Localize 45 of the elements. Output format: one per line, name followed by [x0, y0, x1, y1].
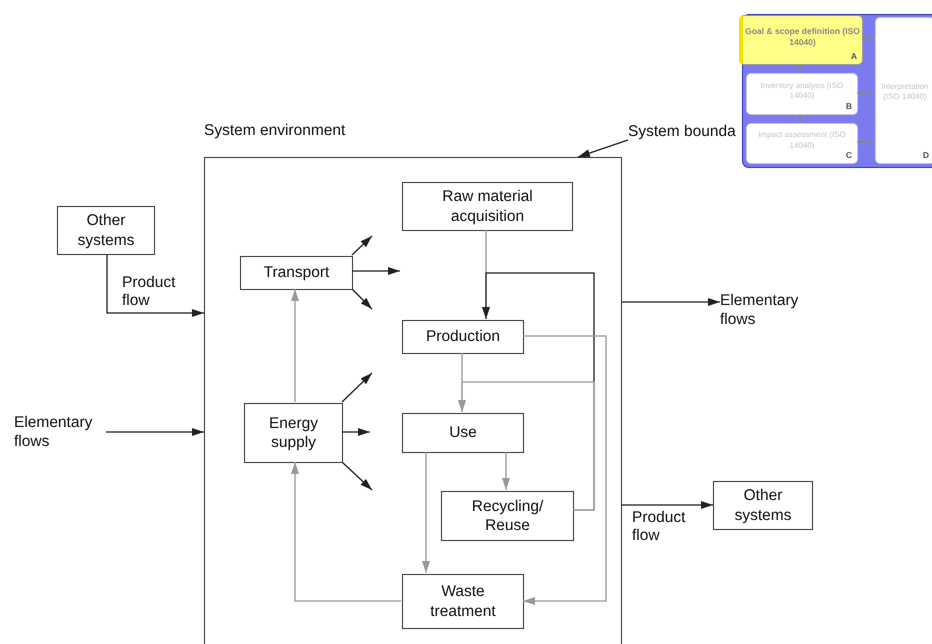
- arrow: [622, 501, 713, 509]
- arrow: [342, 428, 370, 436]
- arrow: [622, 298, 720, 306]
- process-box: Production: [402, 320, 524, 354]
- phase-letter: C: [846, 150, 852, 161]
- arrow: [352, 236, 372, 256]
- arrow: [458, 381, 595, 511]
- process-box: Other systems: [57, 206, 155, 255]
- flow-label: Elementary flows: [14, 410, 106, 454]
- process-box: Use: [402, 413, 524, 453]
- region-label: System environment: [204, 122, 346, 140]
- arrow: [342, 462, 372, 490]
- arrow: [422, 452, 430, 573]
- phase-letter: A: [850, 50, 857, 62]
- arrow: [798, 64, 802, 72]
- phase-letter: D: [922, 150, 929, 161]
- arrow: [342, 372, 372, 402]
- arrow: [352, 267, 400, 275]
- phase-card: Interpretation (ISO 14040) D: [875, 17, 932, 164]
- arrow: [856, 91, 874, 95]
- phase-letter: B: [846, 100, 852, 112]
- arrow: [352, 288, 372, 310]
- arrow: [862, 36, 874, 40]
- arrow: [578, 139, 628, 158]
- arrow: [856, 140, 874, 144]
- flow-label: Elementary flows: [720, 288, 815, 332]
- lca-phases-panel: [742, 14, 932, 168]
- arrow: [106, 255, 204, 317]
- arrow: [291, 462, 401, 602]
- arrow: [502, 452, 510, 490]
- process-box: Energy supply: [244, 403, 343, 463]
- flow-label: System bounda: [628, 122, 738, 142]
- process-box: Waste treatment: [402, 574, 524, 629]
- phase-card: Inventory analysis (ISO 14040) B: [746, 73, 858, 115]
- phase-card: Goal & scope definition (ISO 14040) A: [739, 15, 863, 65]
- arrow: [523, 335, 607, 605]
- system-boundary-box: [204, 157, 622, 644]
- arrow: [106, 428, 204, 436]
- process-box: Raw material acquisition: [402, 182, 573, 231]
- process-box: Recycling/ Reuse: [441, 491, 574, 541]
- process-box: Other systems: [713, 481, 813, 530]
- arrow: [798, 114, 802, 122]
- process-box: Transport: [240, 256, 353, 290]
- arrow: [291, 289, 299, 402]
- phase-card: Impact assessment (ISO 14040) C: [746, 123, 858, 164]
